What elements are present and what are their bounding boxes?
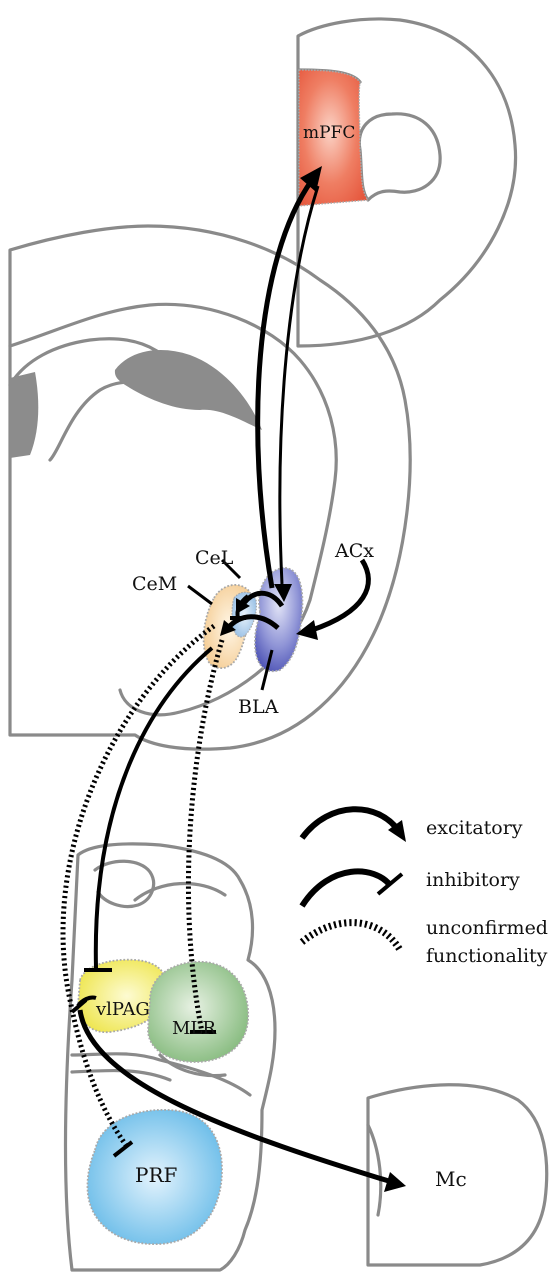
acx-label: ACx [334,540,374,562]
bla-label: BLA [238,696,279,718]
legend [302,809,406,950]
cem-pointer-line [188,586,212,604]
legend-functionality-label: functionality [426,945,548,967]
mc-label: Mc [435,1167,467,1191]
legend-excitatory-swatch [302,809,398,838]
mpfc-label: mPFC [303,123,355,143]
legend-unconfirmed-swatch [302,923,400,950]
mlr-label: MLR [172,1018,216,1039]
acx-bla-projection [312,560,368,630]
vlpag-label: vlPAG [95,999,150,1020]
cem-label: CeM [132,573,177,595]
legend-excitatory-label: excitatory [426,817,523,839]
legend-unconfirmed-label: unconfirmed [426,917,548,939]
amygdala-section-outline [10,226,410,749]
cel-label: CeL [195,547,234,569]
legend-inhibitory-swatch [302,871,390,906]
legend-inhibitory-label: inhibitory [426,869,520,891]
arrowhead-to-mc [384,1172,406,1192]
cem-vlpag-projection [96,648,212,968]
prf-label: PRF [135,1163,178,1187]
